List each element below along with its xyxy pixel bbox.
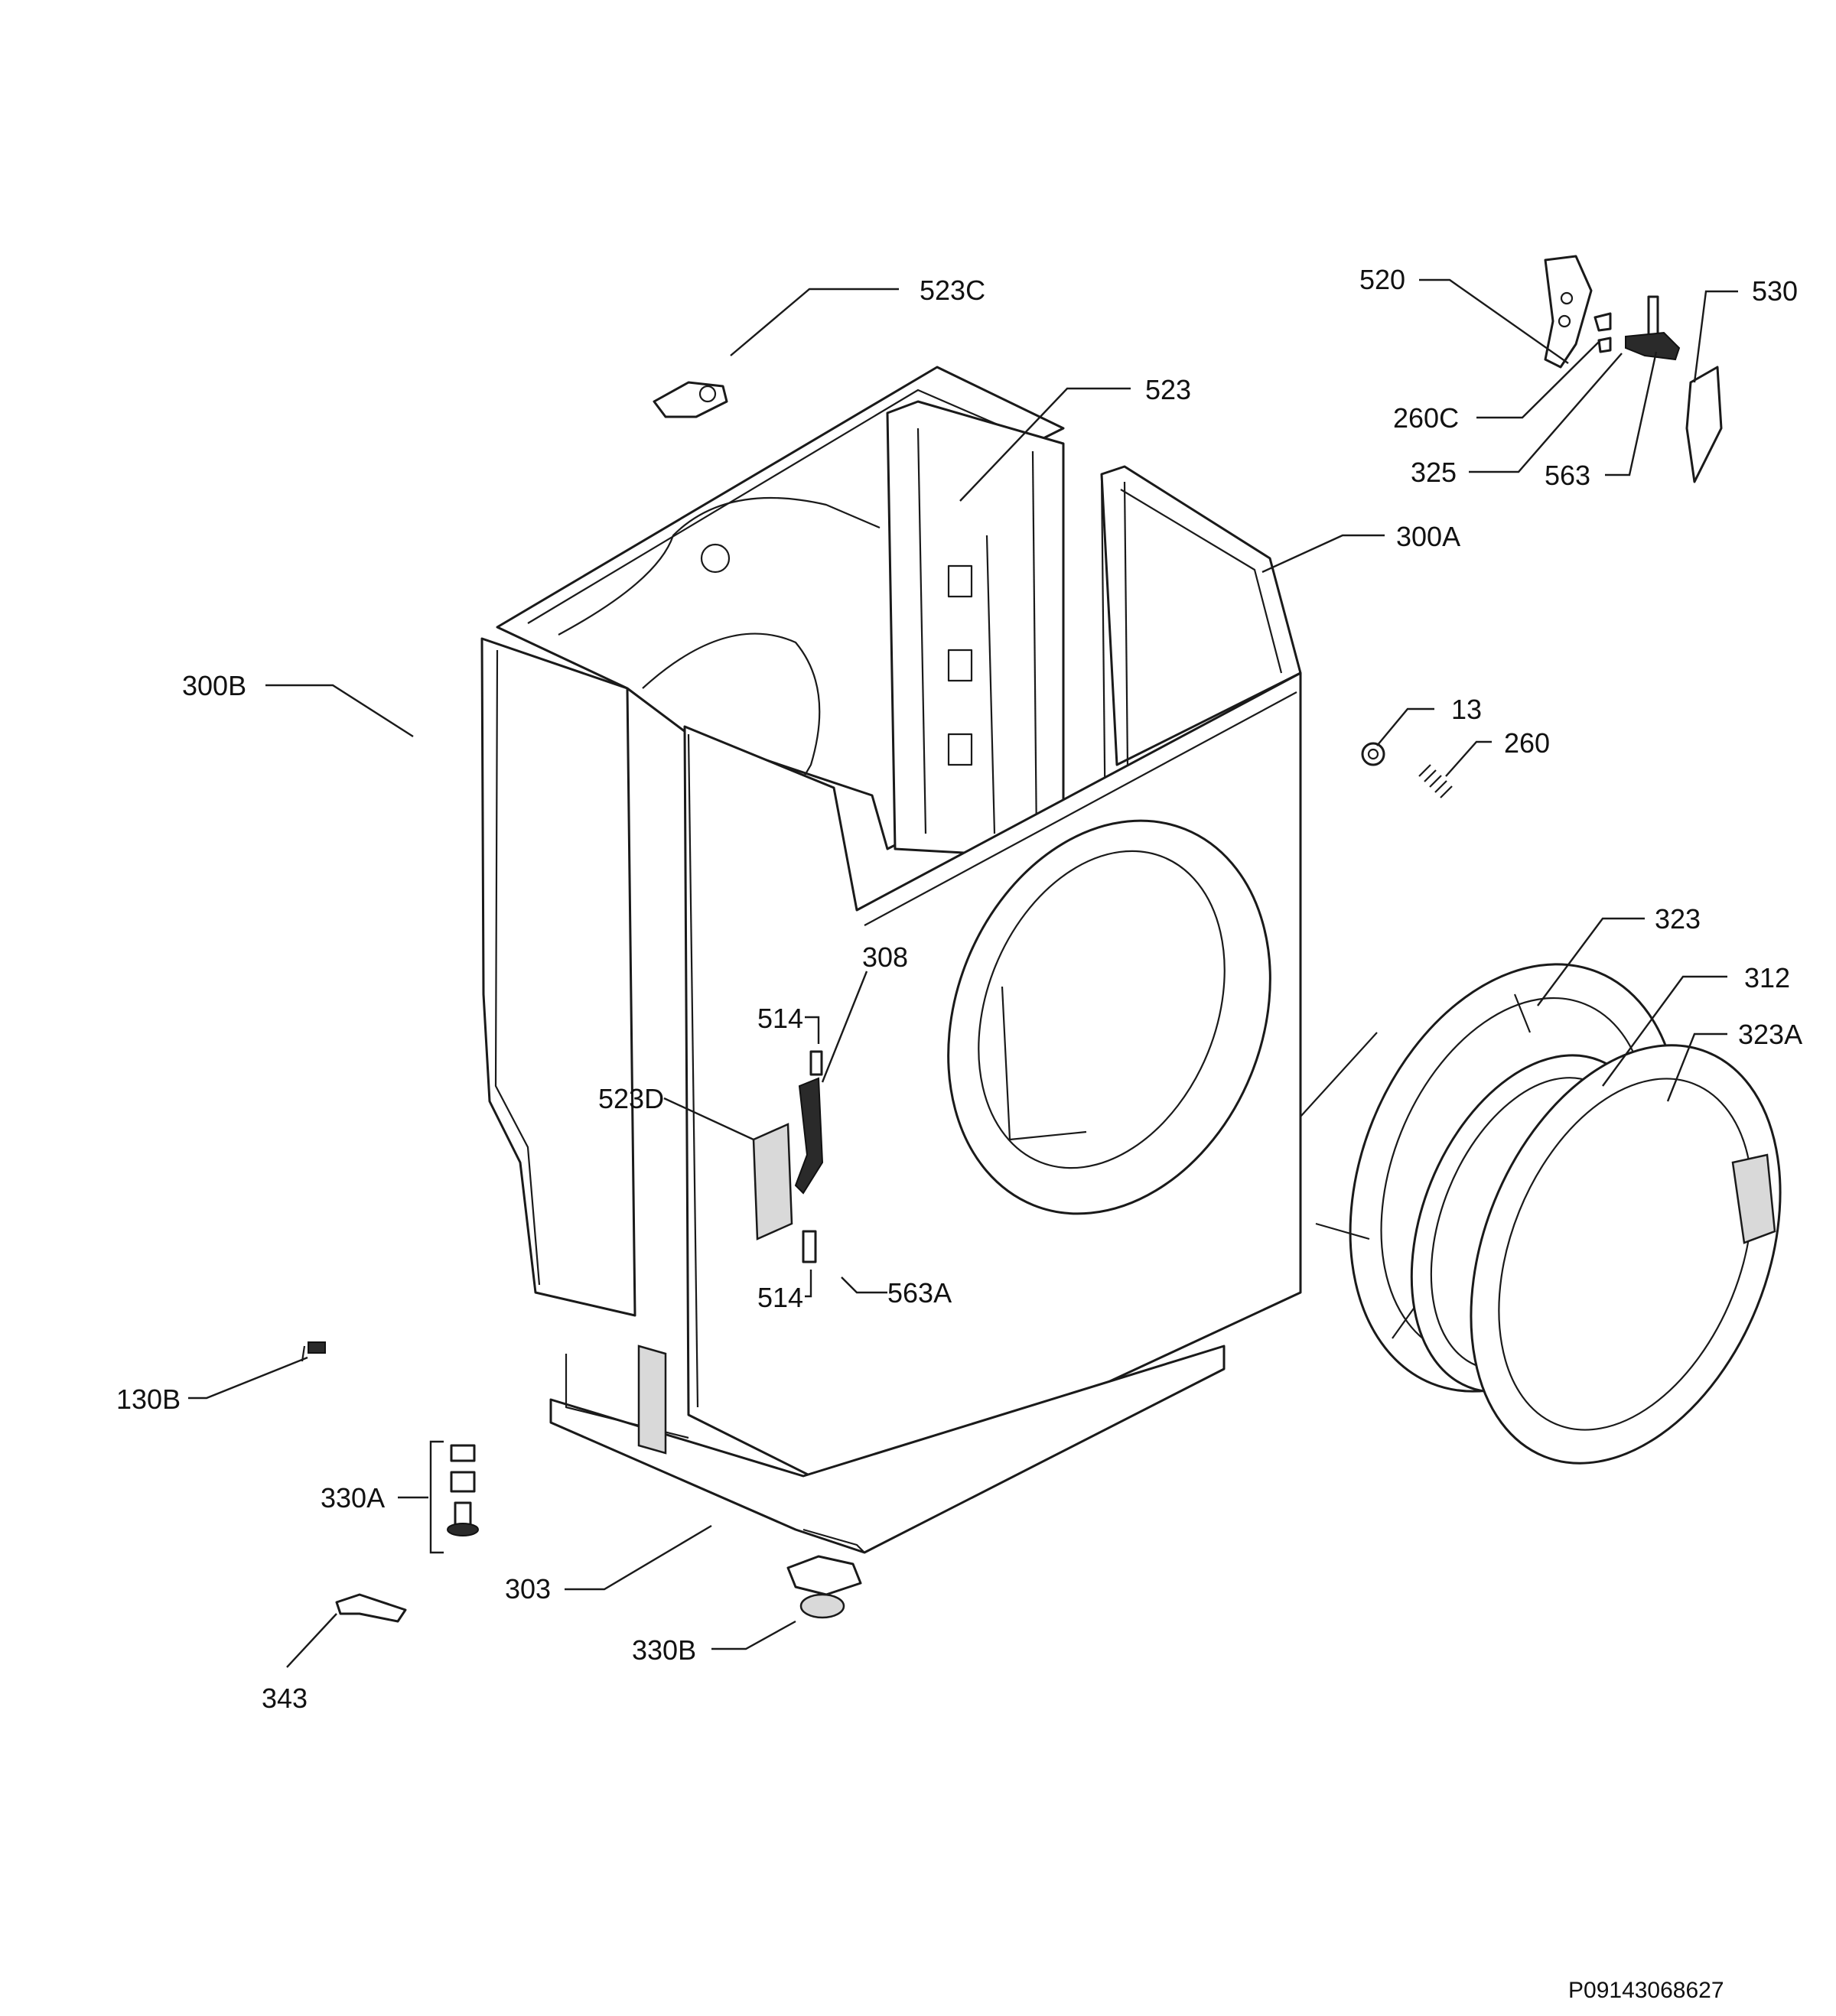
pin-514-bottom (802, 1230, 817, 1263)
foot-330B (786, 1555, 862, 1619)
callout-323A: 323A (1738, 1019, 1802, 1050)
callout-330A: 330A (321, 1482, 385, 1514)
callout-300B: 300B (182, 670, 246, 701)
pin-514-top (809, 1050, 823, 1076)
callout-323: 323 (1655, 903, 1701, 935)
part-260C (1593, 312, 1612, 332)
side-panel-left (480, 637, 636, 1317)
callout-312: 312 (1744, 962, 1790, 993)
bracket-325 (1625, 331, 1681, 361)
callout-13: 13 (1451, 694, 1482, 725)
callout-308: 308 (862, 941, 908, 973)
hinge-plate-520 (1544, 255, 1593, 369)
callout-343: 343 (262, 1683, 308, 1714)
callout-523C: 523C (920, 275, 985, 306)
cabinet-assembly (480, 366, 1302, 1554)
door-outer-ring-323A (1470, 1044, 1782, 1465)
part-260C-b (1597, 337, 1612, 353)
rear-channel (886, 400, 1065, 858)
pin-563 (1647, 295, 1659, 337)
tool-343 (335, 1593, 407, 1623)
nut-13 (1361, 742, 1385, 766)
lock-plate-523D (752, 1123, 793, 1240)
callout-labels: 523C 523 520 530 260C 325 563 300A 300B … (116, 264, 1802, 1714)
drawing-code: P09143068627 (1568, 1978, 1724, 2003)
callout-130B: 130B (116, 1384, 181, 1415)
right-frame (1100, 465, 1302, 766)
callout-303: 303 (505, 1573, 551, 1605)
door-porthole-outer (947, 819, 1271, 1215)
callout-523: 523 (1145, 374, 1191, 405)
callout-325: 325 (1411, 457, 1457, 488)
hinge-cover-530 (1685, 366, 1723, 483)
callout-520: 520 (1359, 264, 1405, 295)
door-handle-308 (794, 1077, 824, 1195)
callout-514-top: 514 (757, 1003, 803, 1034)
callout-260C: 260C (1393, 402, 1459, 434)
clip-523C (653, 381, 728, 418)
callout-530: 530 (1752, 275, 1798, 307)
callout-514-bottom: 514 (757, 1282, 803, 1313)
callout-523D: 523D (598, 1083, 664, 1114)
spring-260 (1418, 764, 1453, 798)
callout-330B: 330B (632, 1634, 696, 1666)
callout-563: 563 (1545, 460, 1590, 491)
callout-300A: 300A (1396, 521, 1460, 552)
base-frame (549, 1345, 1226, 1554)
screw-130B (301, 1341, 326, 1362)
foot-assembly-330A (447, 1444, 479, 1536)
leader-lines (188, 278, 1738, 1668)
callout-260: 260 (1504, 727, 1550, 759)
callout-563A: 563A (887, 1277, 952, 1309)
